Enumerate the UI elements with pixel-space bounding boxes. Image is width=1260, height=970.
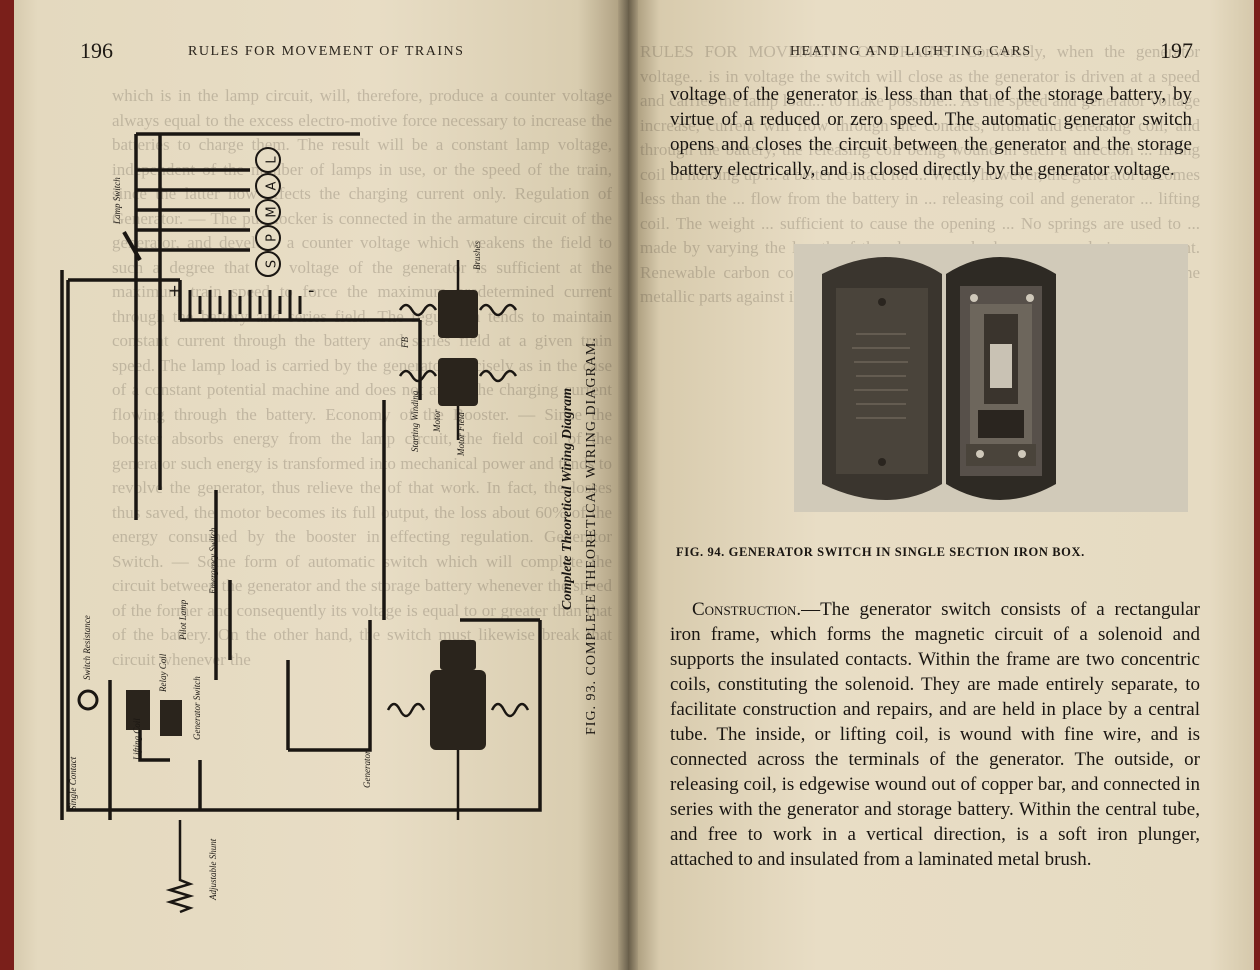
fb-label: FB (400, 337, 410, 349)
svg-text:P: P (265, 234, 280, 242)
relay-coil-label: Relay Coil (158, 653, 168, 693)
book-gutter (618, 0, 638, 970)
svg-text:M: M (265, 206, 280, 217)
single-contact-label: Single Contact (68, 756, 78, 810)
battery-plus: + (168, 281, 181, 300)
show-through-text-left: which is in the lamp circuit, will, ther… (112, 86, 612, 669)
lamps-label: L (265, 156, 280, 164)
cover-edge-right (1254, 0, 1260, 970)
lifting-coil-label: Lifting Coil (132, 718, 142, 761)
starting-winding-label: Starting Winding (410, 390, 420, 452)
paragraph-1: voltage of the generator is less than th… (670, 84, 1192, 180)
generator-switch-label: Generator Switch (192, 676, 202, 740)
pilot-lamp-label: Pilot Lamp (178, 599, 188, 641)
page-number: 196 (80, 38, 113, 63)
emergency-switch-label: Emergency Switch (208, 527, 218, 595)
left-page: which is in the lamp circuit, will, ther… (0, 0, 628, 970)
motor-label: Motor (432, 409, 442, 433)
figure-94-caption: FIG. 94. GENERATOR SWITCH IN SINGLE SECT… (676, 545, 1085, 559)
brushes-label: Brushes (472, 241, 482, 270)
cover-edge-left (0, 0, 14, 970)
battery-minus: - (308, 280, 315, 301)
lamp-switch-label: Lamp Switch (112, 177, 122, 225)
generator-switch-photo (794, 244, 1188, 512)
generator-label: Generator (362, 750, 372, 788)
svg-text:S: S (265, 260, 280, 268)
adjustable-shunt-label: Adjustable Shunt (208, 838, 218, 901)
construction-heading: Construction. (692, 599, 802, 620)
wiring-diagram: L A M P S + - Lamp Switch (60, 132, 542, 914)
running-head: HEATING AND LIGHTING CARS (790, 44, 1032, 59)
construction-paragraph: Construction.—The generator switch consi… (670, 597, 1200, 872)
svg-text:A: A (265, 181, 280, 190)
figure-93-caption: FIG. 93. COMPLETE THEORETICAL WIRING DIA… (584, 337, 599, 735)
page-number: 197 (1160, 38, 1193, 63)
running-head: RULES FOR MOVEMENT OF TRAINS (188, 44, 465, 59)
construction-text: —The generator switch consists of a rect… (670, 599, 1200, 870)
figure-93-italic-caption: Complete Theoretical Wiring Diagram (560, 387, 575, 610)
motor-field-label: Motor Field (456, 412, 466, 457)
switch-resistance-label: Switch Resistance (82, 615, 92, 680)
